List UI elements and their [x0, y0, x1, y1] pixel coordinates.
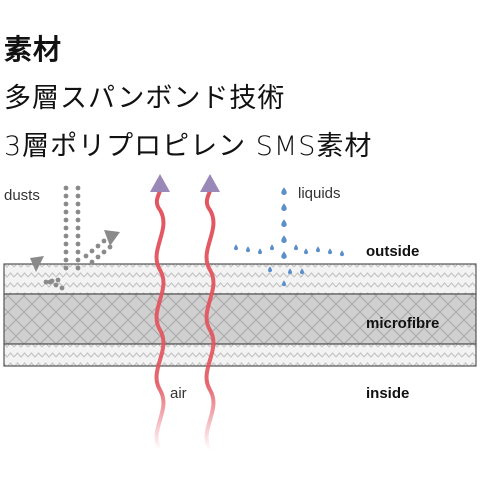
page-title: 素材	[4, 33, 63, 66]
liquid-drop	[267, 266, 273, 273]
liquid-drop	[269, 244, 275, 251]
dust-dot	[75, 241, 81, 247]
dust-arrowhead-left	[30, 256, 44, 272]
liquid-drop	[339, 250, 345, 257]
dust-dot	[75, 201, 81, 207]
dust-dot	[63, 249, 69, 255]
label-dusts: dusts	[4, 187, 40, 204]
dust-dot	[75, 193, 81, 199]
dust-dot	[63, 257, 69, 263]
dust-dot	[63, 217, 69, 223]
liquid-drop	[245, 246, 251, 253]
air-arrowhead-right	[200, 174, 220, 192]
label-air: air	[170, 385, 187, 402]
dust-arrowhead-right	[104, 230, 120, 246]
dust-dot	[63, 201, 69, 207]
dust-dot	[95, 254, 101, 260]
dust-dot	[75, 257, 81, 263]
dust-dot	[75, 249, 81, 255]
dust-dot	[107, 244, 113, 250]
dust-dot	[63, 265, 69, 271]
label-microfibre: microfibre	[366, 315, 439, 332]
dust-dot	[75, 217, 81, 223]
dust-dot	[63, 185, 69, 191]
liquid-drop	[293, 244, 299, 251]
dust-dot	[75, 209, 81, 215]
subtitle-technology: 多層スパンボンド技術	[4, 83, 286, 114]
sms-layer-diagram: dusts liquids air outside microfibre ins…	[3, 174, 477, 452]
liquid-drop	[327, 248, 333, 255]
dust-dot	[53, 282, 59, 288]
dust-dot	[75, 225, 81, 231]
air-flow-left	[154, 186, 166, 452]
dust-dot	[47, 279, 53, 285]
liquid-drop	[281, 235, 287, 243]
dust-dot	[63, 225, 69, 231]
liquid-drop	[257, 248, 263, 255]
dust-dot	[89, 248, 95, 254]
dust-dot	[75, 233, 81, 239]
liquid-drop	[281, 203, 287, 211]
dust-dot	[63, 241, 69, 247]
dust-dot	[59, 285, 65, 291]
dust-particles	[43, 185, 113, 291]
liquid-drop	[281, 219, 287, 227]
liquid-drop	[281, 251, 287, 259]
air-arrowhead-left	[150, 174, 170, 192]
layer-microfibre	[3, 293, 477, 345]
dust-dot	[63, 209, 69, 215]
air-flow-right	[204, 186, 216, 452]
liquid-drop	[281, 280, 287, 287]
dust-dot	[55, 277, 61, 283]
liquid-drop	[233, 244, 239, 251]
liquid-drop	[281, 187, 287, 195]
dust-dot	[101, 249, 107, 255]
subtitle-material: 3層ポリプロピレン SMS素材	[4, 131, 373, 162]
liquid-drop	[287, 268, 293, 275]
dust-dot	[75, 265, 81, 271]
liquid-drop	[303, 248, 309, 255]
dust-dot	[43, 279, 49, 285]
label-inside: inside	[366, 385, 409, 402]
label-outside: outside	[366, 243, 419, 260]
dust-dot	[63, 193, 69, 199]
dust-dot	[89, 259, 95, 265]
dust-dot	[75, 185, 81, 191]
liquid-droplets	[233, 187, 345, 287]
dust-dot	[95, 243, 101, 249]
dust-dot	[101, 238, 107, 244]
liquid-drop	[299, 268, 305, 275]
layer-outside	[3, 263, 477, 295]
liquid-drop	[315, 246, 321, 253]
dust-dot	[83, 253, 89, 259]
dust-dot	[63, 233, 69, 239]
label-liquids: liquids	[298, 185, 341, 202]
layer-inside	[3, 343, 477, 367]
